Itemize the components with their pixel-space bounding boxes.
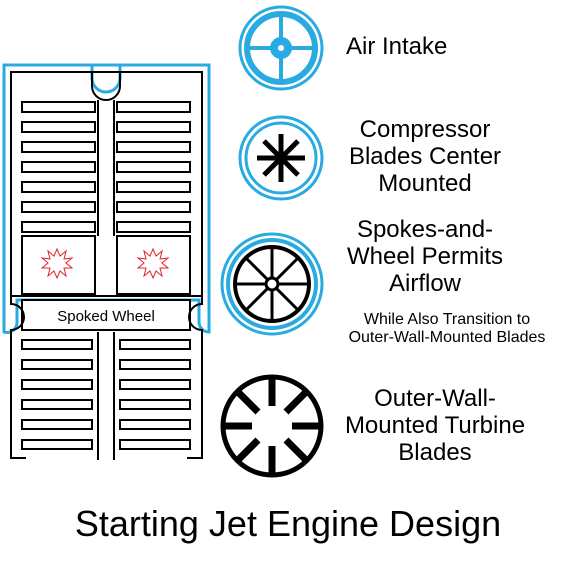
left-wheel-notch	[10, 296, 25, 335]
air-intake-label: Air Intake	[346, 33, 447, 60]
engine-housing-outline	[2, 63, 211, 334]
label-line: Wheel Permits	[346, 243, 504, 271]
combustion-spark-right	[136, 247, 170, 280]
diagram-title: Starting Jet Engine Design	[74, 503, 502, 544]
spoked-wheel-label: Spoked Wheel	[57, 308, 155, 325]
label-line: Compressor	[359, 116, 491, 143]
spoked-wheel-icon	[220, 232, 324, 336]
label-line: Air Intake	[346, 33, 448, 60]
housing-notch	[90, 65, 122, 94]
label-line: Outer-Wall-	[374, 385, 496, 412]
spoked-wheel-band	[21, 299, 191, 331]
turbine-blades-icon	[220, 374, 324, 478]
label-line: Airflow	[388, 270, 461, 298]
label-line: Outer-Wall-Mounted Blades	[348, 329, 546, 347]
label-line: Mounted	[378, 170, 472, 198]
turbine-section-frame	[10, 335, 203, 459]
central-shaft	[97, 100, 115, 236]
label-line: Spokes-and-	[356, 216, 494, 243]
compressor-blades-label: Compressor Blades Center Mounted	[330, 116, 520, 197]
central-shaft-lower	[97, 332, 115, 460]
shaft-keyhole	[91, 72, 121, 101]
compressor-blades-icon	[238, 115, 324, 201]
label-line: While Also Transition to	[363, 311, 531, 328]
label-line: Mounted Turbine	[344, 412, 526, 440]
label-line: Blades	[398, 439, 472, 467]
spoked-wheel-sub-label: While Also Transition to Outer-Wall-Moun…	[322, 311, 572, 347]
spoked-wheel-parts-label: Spokes-and- Wheel Permits Airflow	[330, 216, 520, 297]
engine-cross-section: Spoked Wheel	[2, 63, 211, 460]
turbine-blades-label: Outer-Wall- Mounted Turbine Blades	[330, 385, 540, 466]
compressor-fins	[21, 101, 191, 233]
combustion-chambers	[21, 235, 191, 295]
turbine-fins	[21, 339, 191, 450]
air-intake-icon	[238, 5, 324, 91]
right-wheel-notch	[188, 296, 203, 335]
label-line: Blades Center	[348, 143, 502, 171]
combustion-spark-left	[40, 247, 74, 280]
